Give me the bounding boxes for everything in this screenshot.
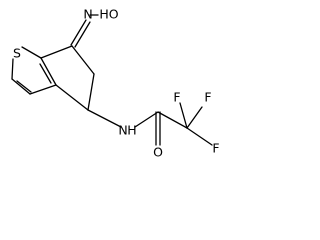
bond-C5-NH	[87, 109, 122, 128]
bond-C7-N-double-b	[74, 21, 91, 48]
atom-label-F3: F	[212, 141, 219, 156]
bond-C-CF3	[157, 111, 188, 129]
bond-CF3-F3	[186, 127, 213, 146]
bond-C2-C3-inner	[16, 80, 32, 93]
bond-C3-C3a	[29, 84, 57, 95]
atom-label-F2: F	[204, 90, 211, 105]
bond-C3a-C7a	[40, 57, 57, 86]
bond-C7-N-double-a	[70, 19, 87, 46]
bond-CF3-F1	[179, 102, 188, 129]
atom-label-S: S	[13, 46, 21, 61]
atom-label-H-amide: H	[127, 123, 136, 138]
bond-CF3-F2	[186, 106, 203, 129]
atom-label-HO: HO	[99, 7, 118, 22]
bond-S-C2	[11, 58, 14, 80]
bond-C5-C3a	[55, 84, 89, 111]
bond-S-C7a	[21, 46, 42, 59]
atom-label-F1: F	[173, 90, 180, 105]
molecule-svg: S N HO N H O F F F	[11, 7, 220, 160]
atom-label-N-amide: N	[118, 123, 127, 138]
bond-C6-C5	[87, 73, 95, 111]
bond-NH-C	[134, 111, 159, 128]
bond-C2-C3	[11, 78, 31, 95]
bond-C7-C6	[71, 45, 95, 75]
atom-label-N-oxime: N	[83, 7, 92, 22]
bond-C3a-C7a-inner	[39, 63, 52, 84]
atom-label-O: O	[153, 145, 163, 160]
structure-diagram: S N HO N H O F F F	[11, 7, 220, 160]
bond-C7a-C7	[40, 45, 73, 59]
